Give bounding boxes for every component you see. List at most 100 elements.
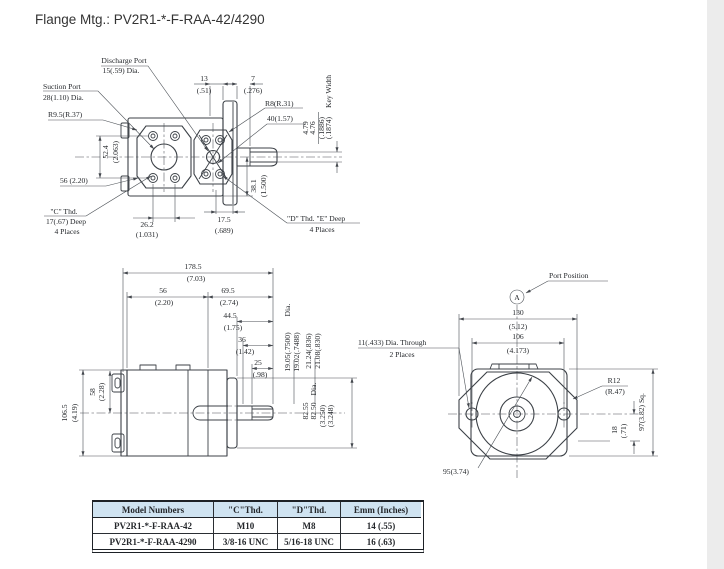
c-thd-line3: 4 Places [54, 227, 79, 236]
port-position-circle [509, 289, 525, 305]
d-thd-line2: 4 Places [309, 225, 334, 234]
dim-106-in: (4.173) [507, 346, 530, 355]
dim-381-in: (1.500) [259, 174, 268, 197]
dim-262-in: (1.031) [136, 230, 159, 239]
table-row-e: 14 (.55) [341, 518, 421, 534]
shaft-dia-1: 19.05(.7500) [283, 332, 292, 372]
dim-445-in: (1.75) [224, 323, 243, 332]
header-text: Thd. [308, 504, 327, 515]
pump-body-side-outline [111, 364, 274, 457]
holes-label-line1: 11(.433) Dia. Through [358, 338, 427, 347]
holes-label-line2: 2 Places [389, 350, 414, 359]
top-view-labels: Discharge Port 15(.59) Dia. Suction Port… [43, 56, 345, 239]
rear-view-dimensions [358, 280, 658, 469]
rear-view-drawing: Port Position A 130 (5.12) 106 (4.173) 1… [358, 271, 658, 478]
table-row-model: PV2R1-*-F-RAA-42 [93, 518, 214, 534]
suction-port-bore [150, 143, 178, 171]
key-in-2: (.1874) [324, 116, 333, 139]
dim-130-in: (5.12) [509, 322, 528, 331]
dim-106-mm: 106 [512, 332, 524, 341]
pump-rear-outline [458, 363, 578, 460]
c-thd-line1: "C" Thd. [50, 207, 77, 216]
dim-36-in: (1.42) [236, 347, 255, 356]
dim-695-in: (2.74) [220, 298, 239, 307]
dim-1785-in: (7.03) [187, 274, 206, 283]
top-view-drawing: Discharge Port 15(.59) Dia. Suction Port… [43, 56, 360, 239]
dim-56-mm: 56 [159, 286, 167, 295]
header-bold: "D" [291, 504, 309, 515]
dim-13-mm: 13 [200, 74, 208, 83]
square-dim-label: 97(3.82) Sq. [637, 393, 646, 431]
dim-7-in: (.276) [244, 86, 263, 95]
radius-right-label: R8(R.31) [265, 99, 294, 108]
radius-left-label: R9.5(R.37) [48, 110, 83, 119]
dim-58-in: (2.28) [97, 382, 106, 401]
key-width-label: Key Width [324, 75, 333, 108]
dim-18-mm: 18 [610, 426, 619, 434]
pump-body-top-outline [120, 100, 278, 206]
pilot-in-1: (3.250) [318, 404, 327, 427]
model-spec-table: Model Numbers "C" Thd. "D" Thd. E mm (In… [92, 500, 424, 553]
port-position-label: Port Position [549, 271, 589, 280]
key-mm-1: 4.79 [301, 121, 310, 134]
table-header-e: E mm (Inches) [341, 502, 421, 518]
page-edge-strip [707, 0, 724, 569]
dim-175-in: (.689) [215, 226, 234, 235]
table-header-model: Model Numbers [93, 502, 214, 518]
dim-25-in: (.98) [253, 370, 268, 379]
table-row-e: 16 (.63) [366, 536, 396, 547]
page-title: Flange Mtg.: PV2R1-*-F-RAA-42/4290 [35, 12, 265, 27]
table-row-d: M8 [278, 518, 341, 534]
table-header-d-thd: "D" Thd. [278, 502, 341, 518]
suction-port-label: Suction Port [43, 82, 82, 91]
rear-view-labels: Port Position A 130 (5.12) 106 (4.173) 1… [358, 271, 646, 476]
dim-52-in: (2.063) [111, 140, 120, 163]
pilot-in-2: (3.248) [326, 404, 335, 427]
dim-445-mm: 44.5 [223, 311, 236, 320]
dim-262-mm: 26.2 [140, 220, 153, 229]
dim-1065-mm: 106.5 [60, 404, 69, 421]
table-row-c: 3/8-16 UNC [214, 534, 278, 549]
port-position-letter: A [514, 293, 520, 302]
dim-695-mm: 69.5 [221, 286, 234, 295]
suction-port-dia: 28(1.10) Dia. [43, 93, 84, 102]
top-view-dimensions [43, 65, 360, 224]
dim-56-in: (2.20) [155, 298, 174, 307]
discharge-port-label: Discharge Port [101, 56, 147, 65]
dim-175-mm: 17.5 [217, 215, 230, 224]
pilot-dia-2: 82.50 [309, 402, 318, 419]
discharge-port-bore [205, 149, 221, 165]
d-thd-line1: "D" Thd. "E" Deep [287, 214, 345, 223]
table-header-c-thd: "C" Thd. [214, 502, 278, 518]
pilot-dia-label: Dia. [309, 382, 318, 395]
key-dia-1: 21.24(.836) [304, 333, 313, 369]
dim-7-mm: 7 [251, 74, 255, 83]
dim-40-label: 40(1.57) [267, 114, 293, 123]
r12-label: R12 [608, 376, 621, 385]
table-row-model: PV2R1-*-F-RAA-4290 [93, 534, 214, 549]
dim-36-mm: 36 [238, 335, 246, 344]
header-bold: E [353, 504, 360, 515]
side-view-labels: 178.5 (7.03) 56 (2.20) 69.5 (2.74) 44.5 … [60, 262, 335, 427]
header-text: Thd. [244, 504, 263, 515]
key-mm-2: 4.76 [308, 121, 317, 134]
dim-13-in: (.51) [197, 86, 212, 95]
side-view-drawing: 178.5 (7.03) 56 (2.20) 69.5 (2.74) 44.5 … [60, 262, 357, 457]
table-row-c: M10 [214, 518, 278, 534]
dim-95-label: 95(3.74) [443, 467, 469, 476]
header-text: Model Numbers [121, 504, 185, 515]
header-bold: "C" [228, 504, 245, 515]
dim-56-label: 56 (2.20) [60, 176, 88, 185]
pump-drawing: Discharge Port 15(.59) Dia. Suction Port… [43, 56, 658, 478]
side-view-dimensions [79, 268, 357, 457]
key-dia-2: 21.08(.830) [313, 333, 322, 369]
key-in-1: (.1886) [317, 116, 326, 139]
dim-18-in: (.71) [619, 423, 628, 438]
dim-1785-mm: 178.5 [184, 262, 201, 271]
header-text: mm (Inches) [359, 504, 409, 515]
dim-130-mm: 130 [512, 308, 524, 317]
r12-in-label: (R.47) [605, 387, 625, 396]
dim-25-mm: 25 [254, 358, 262, 367]
pilot-dia-1: 82.55 [301, 402, 310, 419]
